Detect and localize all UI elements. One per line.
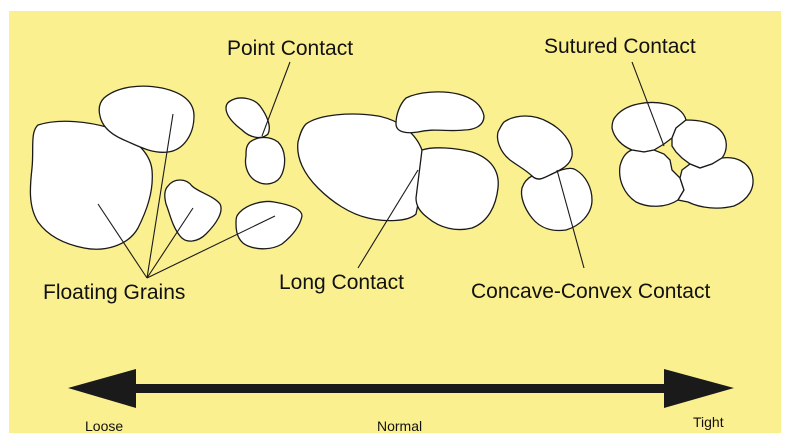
concave-convex-contact-label: Concave-Convex Contact [471,280,710,304]
concave-convex-grain-lower [521,168,592,230]
sutured-grain-bottom-left [620,150,684,206]
leader-floating-3 [147,208,193,278]
floating-grain-right [236,201,302,248]
floating-grains-label: Floating Grains [43,281,185,305]
scale-arrow-left-head [68,369,136,408]
sutured-contact-label: Sutured Contact [544,35,696,59]
point-contact-grain-lower [246,138,285,184]
scale-arrow [68,369,734,408]
long-contact-grain-top [396,92,484,133]
long-contact-group [298,92,499,230]
scale-arrow-right-head [664,369,734,408]
scale-label-loose: Loose [85,418,123,434]
point-contact-group [226,98,285,184]
scale-label-normal: Normal [377,418,422,434]
floating-grain-middle [165,180,221,241]
point-contact-label: Point Contact [227,37,353,61]
scale-arrow-shaft [118,384,680,393]
point-contact-grain-upper [226,98,269,137]
sutured-grain-bottom-right [678,158,753,208]
long-contact-label: Long Contact [279,271,404,295]
long-contact-grain-right [416,148,498,230]
sutured-contact-group [612,103,753,209]
leader-point [262,62,290,136]
concave-convex-contact-group [498,116,593,231]
scale-label-tight: Tight [693,414,724,430]
